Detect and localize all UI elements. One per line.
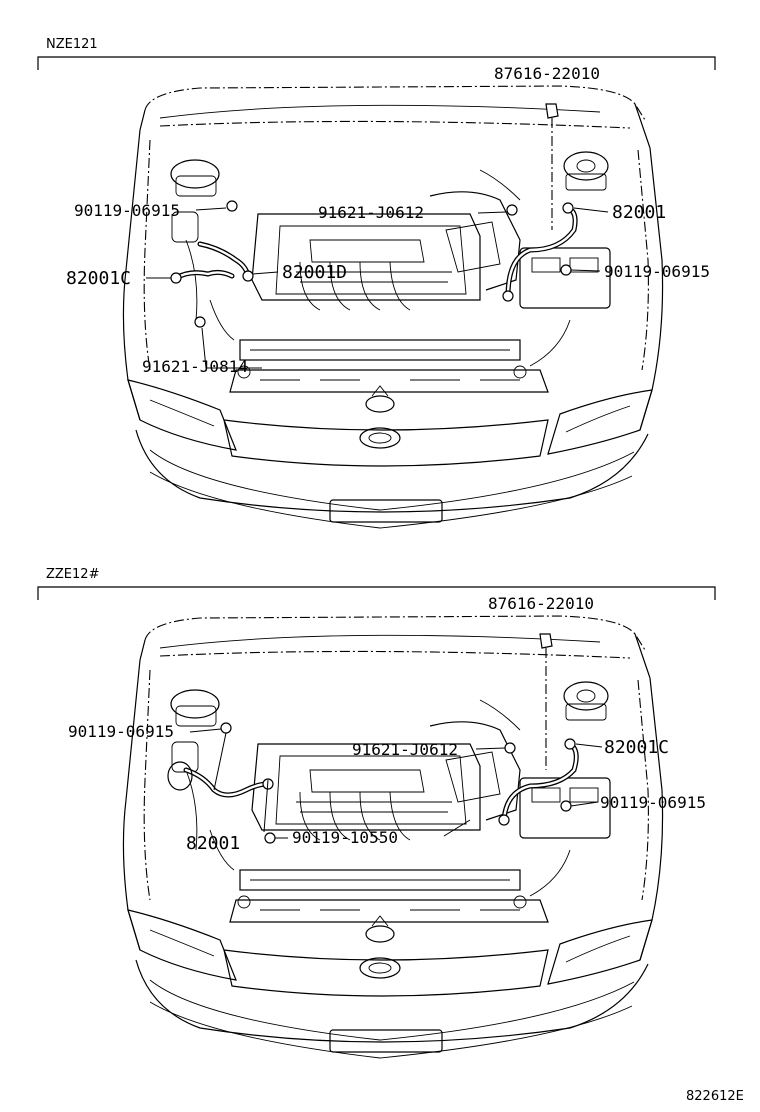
callout-bolt-left: 90119-06915 — [74, 201, 180, 220]
callout-strap-left: 82001C — [66, 268, 131, 289]
ground-strap-left — [170, 269, 235, 284]
clamp-part — [545, 103, 559, 119]
figure-reference: 822612E — [686, 1089, 744, 1104]
section-model-label: NZE121 — [46, 37, 98, 52]
ground-strap-mid — [197, 241, 254, 282]
callout-bolt-right: 90119-06915 — [600, 793, 706, 812]
clamp-part — [539, 633, 553, 649]
engine-bay-drawing — [122, 85, 664, 529]
bolt-right-part — [560, 800, 572, 812]
callout-strap-right: 82001C — [604, 737, 669, 758]
stud-part — [504, 742, 516, 754]
cap-part — [167, 761, 193, 791]
callout-clamp: 87616-22010 — [488, 594, 594, 613]
ground-strap-left — [183, 767, 274, 798]
bolt-right-part — [560, 264, 572, 276]
callout-clamp: 87616-22010 — [494, 64, 600, 83]
callout-stud-low: 91621-J0814 — [142, 357, 248, 376]
callout-stud: 91621-J0612 — [352, 740, 458, 759]
bolt-mid-part — [264, 832, 276, 844]
section-bracket — [37, 56, 716, 70]
section-zze12: ZZE12# — [37, 567, 716, 1059]
callout-stud: 91621-J0612 — [318, 203, 424, 222]
stud-part — [506, 204, 518, 216]
section-nze121: NZE121 — [37, 37, 716, 529]
stud-low-part — [194, 316, 206, 328]
callout-bolt-left: 90119-06915 — [68, 722, 174, 741]
ground-strap-right — [502, 202, 578, 302]
callout-bolt-right: 90119-06915 — [604, 262, 710, 281]
callout-strap-left: 82001 — [186, 833, 240, 854]
section-bracket — [37, 586, 716, 600]
section-model-label: ZZE12# — [46, 567, 99, 582]
callout-bolt-mid: 90119-10550 — [292, 828, 398, 847]
ground-strap-right — [498, 738, 579, 826]
callout-strap-right: 82001 — [612, 202, 666, 223]
callout-strap-mid: 82001D — [282, 262, 347, 283]
bolt-left-part — [220, 722, 232, 734]
bolt-left-part — [226, 200, 238, 212]
